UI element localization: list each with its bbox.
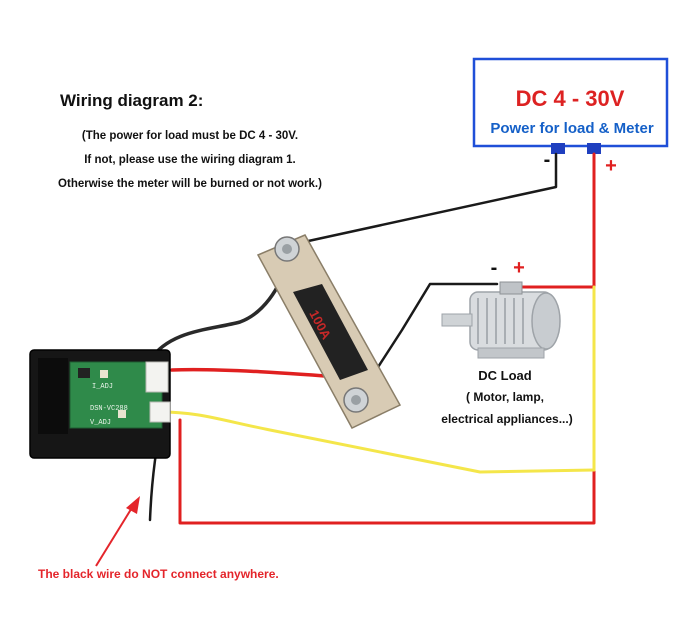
meter-adj-i: I_ADJ — [92, 383, 113, 391]
note-line-3: Otherwise the meter will be burned or no… — [58, 178, 322, 190]
meter-module: I_ADJ DSN-VC288 V_ADJ — [29, 349, 171, 459]
meter-connector-voltage — [149, 401, 171, 423]
meter-side — [38, 358, 68, 434]
yellow-wire — [158, 410, 596, 474]
warning-arrow-line — [95, 505, 134, 567]
load-desc-1: ( Motor, lamp, — [466, 390, 544, 404]
motor-shaft — [441, 313, 473, 327]
load-pos-sign: + — [513, 257, 525, 279]
diagram-heading: Wiring diagram 2: — [60, 91, 203, 110]
psu-neg-sign: - — [544, 149, 551, 171]
load-neg-sign: - — [491, 257, 498, 279]
black-wire-psu-shunt — [288, 152, 558, 247]
meter-adj-v: V_ADJ — [90, 419, 111, 427]
note-line-1: (The power for load must be DC 4 - 30V. — [82, 130, 298, 142]
shunt-bolt-top-center — [282, 244, 292, 254]
shunt-bolt-bottom-center — [351, 395, 361, 405]
pcb-chip — [78, 368, 90, 378]
power-supply-label: Power for load & Meter — [490, 120, 654, 137]
motor-fins — [477, 298, 524, 344]
psu-neg-terminal — [551, 143, 565, 154]
warning-text: The black wire do NOT connect anywhere. — [38, 567, 279, 581]
warning-callout: The black wire do NOT connect anywhere. — [38, 496, 279, 581]
meter-connector-current — [145, 361, 169, 393]
load-desc-2: electrical appliances...) — [441, 412, 572, 426]
shunt-resistor: 100A — [256, 234, 402, 429]
psu-pos-terminal — [587, 143, 601, 154]
black-wire-load-shunt — [358, 282, 499, 397]
dc-load: - + DC Load ( Motor, lamp, electrical ap… — [441, 257, 572, 426]
motor-base — [477, 347, 545, 359]
motor-end-cap — [531, 292, 561, 350]
power-supply-box — [472, 57, 669, 148]
pcb-trim-v — [118, 410, 126, 418]
pcb-trim-i — [100, 370, 108, 378]
warning-arrow-head — [126, 496, 140, 514]
power-supply: DC 4 - 30V Power for load & Meter - + — [472, 57, 669, 177]
motor-terminal-box — [499, 281, 523, 295]
note-line-2: If not, please use the wiring diagram 1. — [84, 154, 296, 166]
meter-model: DSN-VC288 — [90, 405, 128, 413]
shunt-element — [293, 284, 368, 380]
psu-pos-sign: + — [605, 155, 617, 177]
black-wire-meter-shunt — [148, 258, 290, 362]
power-supply-voltage: DC 4 - 30V — [516, 86, 625, 111]
load-title: DC Load — [478, 368, 532, 383]
